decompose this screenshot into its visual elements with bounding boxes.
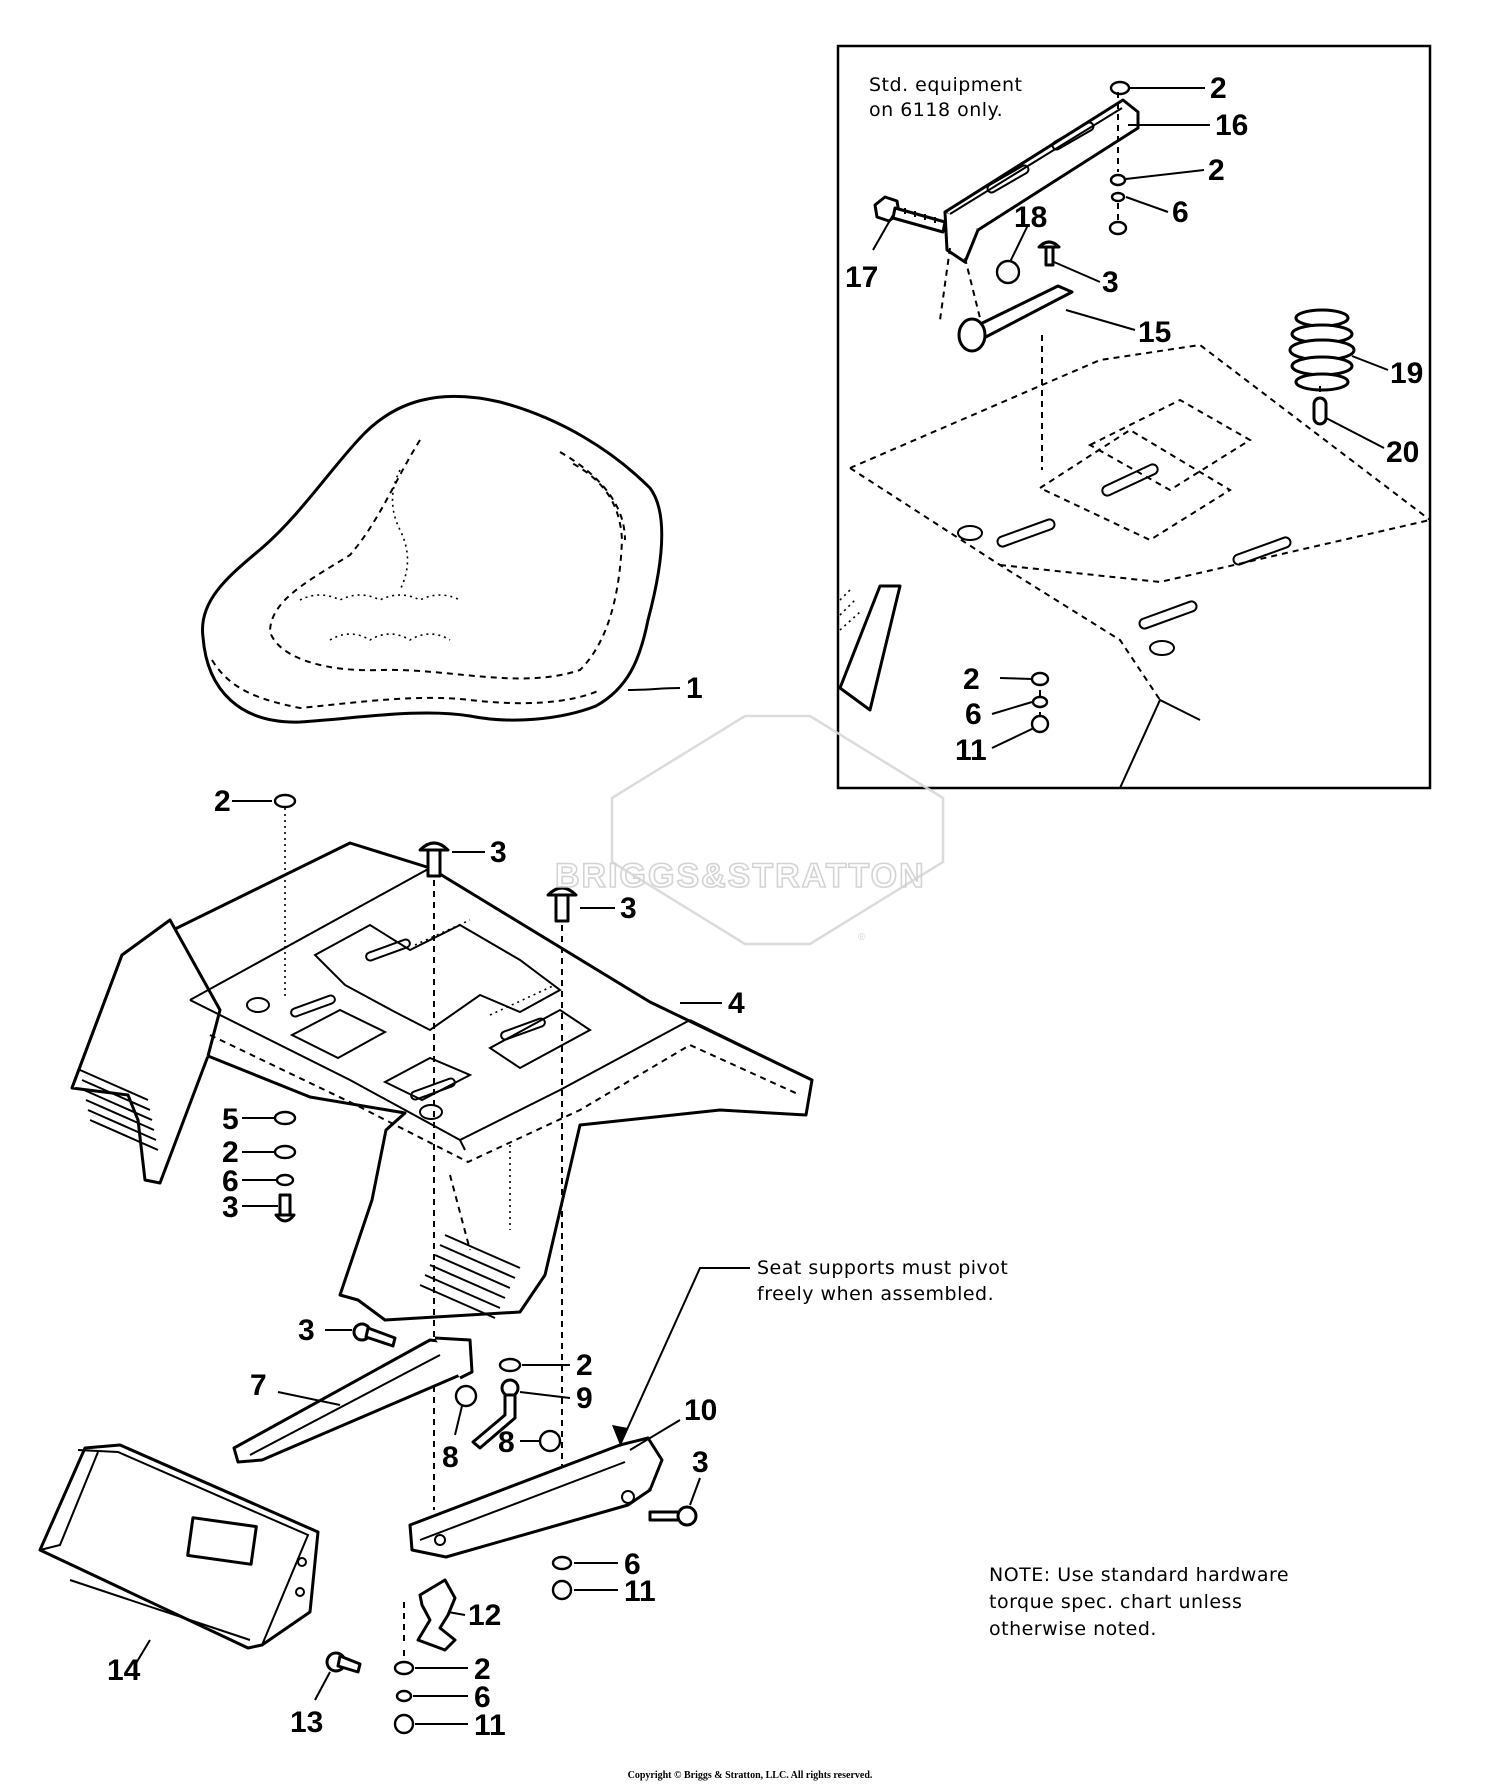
callout-6-bottom: 6 xyxy=(474,1681,491,1714)
nut-8-left xyxy=(454,1384,478,1408)
washer-9 xyxy=(498,1357,522,1373)
pivot-plate-15 xyxy=(939,247,1074,353)
callout-6-lower: 6 xyxy=(222,1165,239,1198)
carriage-bolt-right xyxy=(546,886,578,923)
callout-11-bottom: 11 xyxy=(474,1709,506,1742)
pin-9 xyxy=(471,1378,520,1450)
callout-6-right: 6 xyxy=(624,1548,641,1581)
fender-vent-right xyxy=(419,1234,521,1319)
note-seat-support-line2: freely when assembled. xyxy=(757,1283,994,1305)
callout-inset-3: 3 xyxy=(1102,266,1119,299)
callout-inset-16: 16 xyxy=(1215,109,1248,142)
callout-12: 12 xyxy=(468,1599,501,1632)
callout-2-bottom: 2 xyxy=(474,1653,491,1686)
callout-inset-18: 18 xyxy=(1014,201,1047,234)
callout-inset-2b: 2 xyxy=(1208,154,1225,187)
nut-11-bottom xyxy=(393,1713,415,1735)
callout-3-right-support: 3 xyxy=(692,1446,709,1479)
carriage-bolt-center xyxy=(418,841,450,878)
callout-inset-2c: 2 xyxy=(963,663,980,696)
callout-bolt-3-center: 3 xyxy=(490,836,507,869)
nut-18 xyxy=(995,259,1021,285)
seat-support-7 xyxy=(232,1336,474,1464)
callout-inset-2a: 2 xyxy=(1210,72,1227,105)
callout-inset-6: 6 xyxy=(1172,196,1189,229)
note-hardware-line3: otherwise noted. xyxy=(989,1618,1157,1640)
briggs-stratton-watermark: BRIGGS&STRATTON ® xyxy=(554,714,945,946)
inset-caption-line2: on 6118 only. xyxy=(869,99,1003,121)
inset-washer-stack xyxy=(1108,80,1131,236)
callout-10: 10 xyxy=(684,1394,717,1427)
inset-fender xyxy=(838,335,1431,789)
washer-2-lower xyxy=(273,1144,297,1160)
callout-8-left: 8 xyxy=(442,1441,459,1474)
note-hardware-line2: torque spec. chart unless xyxy=(989,1591,1242,1613)
lockwasher-6-right xyxy=(551,1555,573,1571)
seat-cushion-1 xyxy=(201,394,664,724)
inset-panel: Std. equipment on 6118 only. xyxy=(836,44,1432,790)
seat-support-10 xyxy=(408,1436,664,1559)
bolt-3-support xyxy=(352,1322,397,1348)
lockwasher-6-lower xyxy=(275,1173,295,1187)
callout-14: 14 xyxy=(107,1654,141,1687)
copyright-text: Copyright © Briggs & Stratton, LLC. All … xyxy=(628,1770,873,1781)
callout-inset-17: 17 xyxy=(845,261,878,294)
callout-3-support: 3 xyxy=(298,1314,315,1347)
callout-11-right: 11 xyxy=(624,1575,656,1608)
latch-12 xyxy=(403,1578,457,1652)
callout-inset-15: 15 xyxy=(1138,316,1171,349)
note-hardware-line1: NOTE: Use standard hardware xyxy=(989,1564,1289,1586)
callout-2-lower: 2 xyxy=(222,1136,239,1169)
inset-lockwasher-lower xyxy=(1031,695,1049,709)
seat-bracket-16 xyxy=(943,98,1140,264)
callout-3-lower: 3 xyxy=(222,1191,239,1224)
washer-2-bottom xyxy=(393,1660,415,1676)
callout-5: 5 xyxy=(222,1103,239,1136)
callout-2-pin: 2 xyxy=(576,1349,593,1382)
fender-4 xyxy=(70,841,814,1322)
callout-washer-2: 2 xyxy=(214,785,231,818)
carriage-bolt-inset xyxy=(1037,240,1061,267)
callout-seat-1: 1 xyxy=(686,672,703,705)
inset-washer-lower xyxy=(1030,671,1050,687)
callout-8-right: 8 xyxy=(498,1426,515,1459)
panel-14 xyxy=(38,1443,320,1650)
fender-vent-left xyxy=(79,1069,159,1151)
callout-inset-6b: 6 xyxy=(965,698,982,731)
screw-13 xyxy=(325,1651,362,1674)
washer-top xyxy=(273,793,297,809)
watermark-registered: ® xyxy=(858,932,866,943)
washer-5 xyxy=(273,1110,297,1126)
callout-13: 13 xyxy=(290,1706,323,1739)
lockwasher-6-bottom xyxy=(395,1689,413,1703)
spring-19 xyxy=(1288,308,1356,392)
callout-9: 9 xyxy=(576,1382,593,1415)
inset-nut-lower xyxy=(1030,714,1050,734)
pin-20 xyxy=(1312,396,1328,426)
callout-inset-19: 19 xyxy=(1390,357,1423,390)
bolt-3-right-support xyxy=(648,1505,698,1527)
nut-8-right xyxy=(538,1429,562,1453)
callout-inset-11: 11 xyxy=(955,734,987,767)
watermark-text: BRIGGS&STRATTON xyxy=(555,857,926,895)
nut-11-right xyxy=(551,1579,573,1601)
inset-caption-line1: Std. equipment xyxy=(869,74,1022,96)
callout-7: 7 xyxy=(250,1369,267,1402)
bolt-3-lower xyxy=(274,1193,296,1223)
callout-fender-4: 4 xyxy=(728,987,745,1020)
callout-inset-20: 20 xyxy=(1386,436,1419,469)
callout-bolt-3-right: 3 xyxy=(620,892,637,925)
note-seat-support-line1: Seat supports must pivot xyxy=(757,1257,1008,1279)
